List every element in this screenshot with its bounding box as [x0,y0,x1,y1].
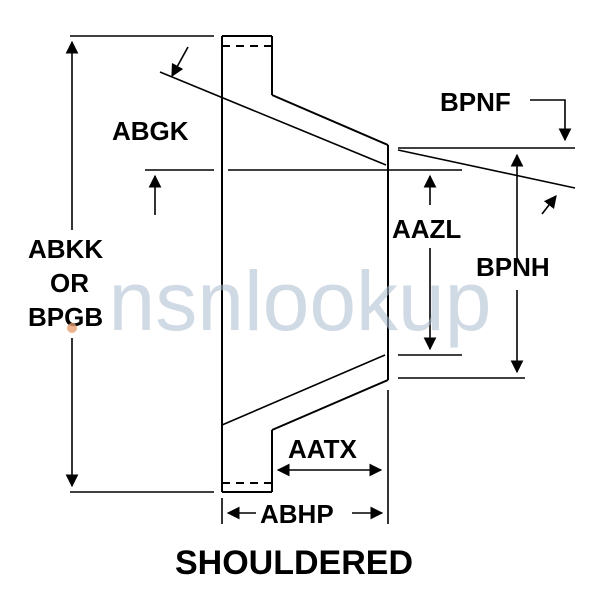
or-label: OR [50,268,89,298]
abgk-label: ABGK [112,116,189,146]
aazl-dimension: AAZL [392,174,461,351]
watermark-dot [67,323,77,333]
abhp-dimension: ABHP [221,390,389,529]
bpnh-label: BPNH [476,252,550,282]
aatx-label: AATX [288,434,358,464]
watermark: nsnlookup [109,254,492,348]
bpnf-label: BPNF [440,87,511,117]
bore-lines [221,169,462,426]
bpgb-label: BPGB [28,302,103,332]
bpnf-bpnh-dimension: BPNF BPNH [397,87,576,379]
aazl-label: AAZL [392,214,461,244]
diagram-caption: SHOULDERED [175,544,413,582]
abkk-label: ABKK [28,234,103,264]
abhp-label: ABHP [260,499,334,529]
abgk-dimension: ABGK [112,46,387,215]
aatx-dimension: AATX [276,434,383,477]
abkk-dimension: ABKK OR BPGB [28,35,214,493]
